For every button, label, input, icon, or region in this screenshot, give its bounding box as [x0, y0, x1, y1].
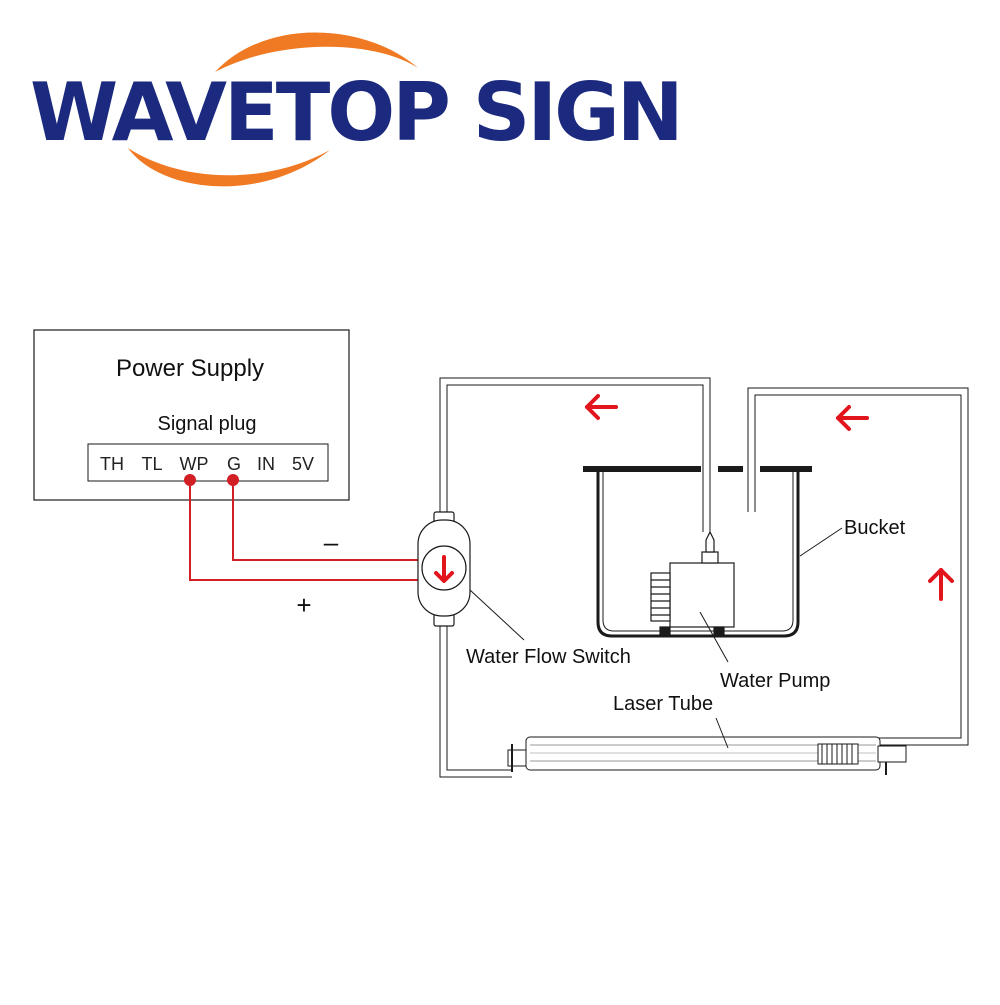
- hose-pump-to-switch-outer: [439, 377, 711, 532]
- terminal-tl: TL: [141, 454, 162, 474]
- minus-sign: –: [324, 527, 339, 557]
- signal-plug-box: [87, 443, 329, 482]
- bucket-label: Bucket: [844, 517, 906, 539]
- terminal-5v: 5V: [292, 454, 314, 474]
- wire-positive: [189, 480, 420, 581]
- bucket-lid-middle: [718, 466, 743, 472]
- pump-foot-left: [659, 626, 671, 636]
- tube-coil: [817, 743, 859, 765]
- plus-sign: +: [296, 590, 311, 620]
- bucket: [583, 466, 812, 638]
- hose-pump-to-switch-inner: [446, 384, 704, 532]
- bucket-inner-wall: [602, 472, 794, 632]
- tube-leader: [715, 717, 729, 749]
- bucket-body: [596, 472, 800, 638]
- brand-logo: WAVETOP SIGN: [30, 32, 684, 187]
- pump-outlet: [701, 551, 719, 564]
- terminal-in: IN: [257, 454, 275, 474]
- pump-leader: [699, 611, 729, 663]
- leader-lines: [469, 527, 843, 749]
- water-hoses: [439, 377, 969, 778]
- water-pump: [650, 530, 735, 636]
- arrow-left-icon: [836, 405, 869, 431]
- terminal-g: G: [227, 454, 241, 474]
- logo-swoosh-bottom: [128, 148, 330, 187]
- bucket-lid-right: [760, 466, 812, 472]
- hose-return-inner: [754, 394, 962, 739]
- power-supply: Power Supply Signal plug TH TL WP G IN 5…: [33, 329, 350, 501]
- terminal-th: TH: [100, 454, 124, 474]
- terminal-wp: WP: [180, 454, 209, 474]
- flow-switch-leader: [469, 589, 525, 641]
- bucket-lid-left: [583, 466, 701, 472]
- water-pump-label: Water Pump: [720, 670, 830, 692]
- signal-wires: [189, 480, 420, 581]
- pump-foot-right: [713, 626, 725, 636]
- laser-tube-label: Laser Tube: [613, 693, 713, 715]
- water-flow-switch-label: Water Flow Switch: [466, 646, 631, 668]
- hose-switch-to-tube-outer: [439, 626, 512, 778]
- arrow-up-icon: [928, 568, 954, 601]
- bucket-leader: [799, 527, 843, 557]
- wp-connector-dot: [184, 474, 196, 486]
- arrow-down-icon: [434, 555, 454, 583]
- logo-swoosh-top: [215, 32, 418, 72]
- hose-return-outer: [747, 387, 969, 746]
- laser-tube: [507, 736, 907, 775]
- signal-plug-label: Signal plug: [158, 413, 257, 435]
- tube-right-cap: [877, 745, 907, 763]
- pump-body: [669, 562, 735, 628]
- power-supply-box: [33, 329, 350, 501]
- power-supply-title: Power Supply: [116, 355, 264, 382]
- hose-switch-to-tube-inner: [446, 626, 512, 771]
- pump-intake: [650, 572, 671, 622]
- arrow-left-icon: [585, 394, 618, 420]
- brand-name: WAVETOP SIGN: [30, 66, 681, 159]
- g-connector-dot: [227, 474, 239, 486]
- wire-negative: [232, 480, 420, 561]
- pump-nozzle: [705, 530, 715, 553]
